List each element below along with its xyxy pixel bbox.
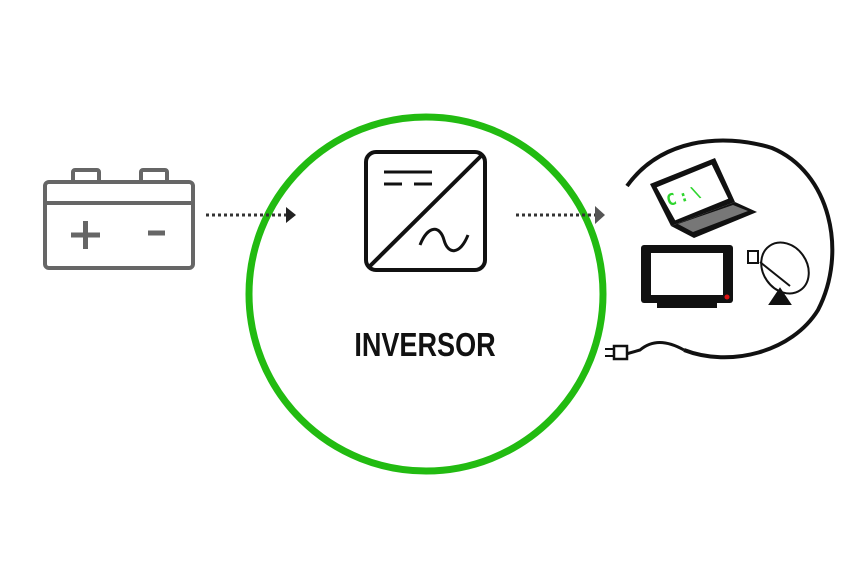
- laptop-icon: [650, 158, 757, 238]
- arrow-inverter-to-loads: [516, 206, 605, 224]
- inverter-icon: [364, 150, 487, 272]
- loads-circle: [625, 138, 835, 360]
- battery-icon: [43, 168, 195, 270]
- inverter-label: INVERSOR: [354, 326, 496, 363]
- inverter-ring: [245, 113, 607, 475]
- tv-icon: [641, 245, 733, 308]
- plug-icon: [605, 341, 685, 361]
- satellite-dish-icon: [747, 241, 810, 305]
- arrow-battery-to-inverter: [206, 207, 296, 223]
